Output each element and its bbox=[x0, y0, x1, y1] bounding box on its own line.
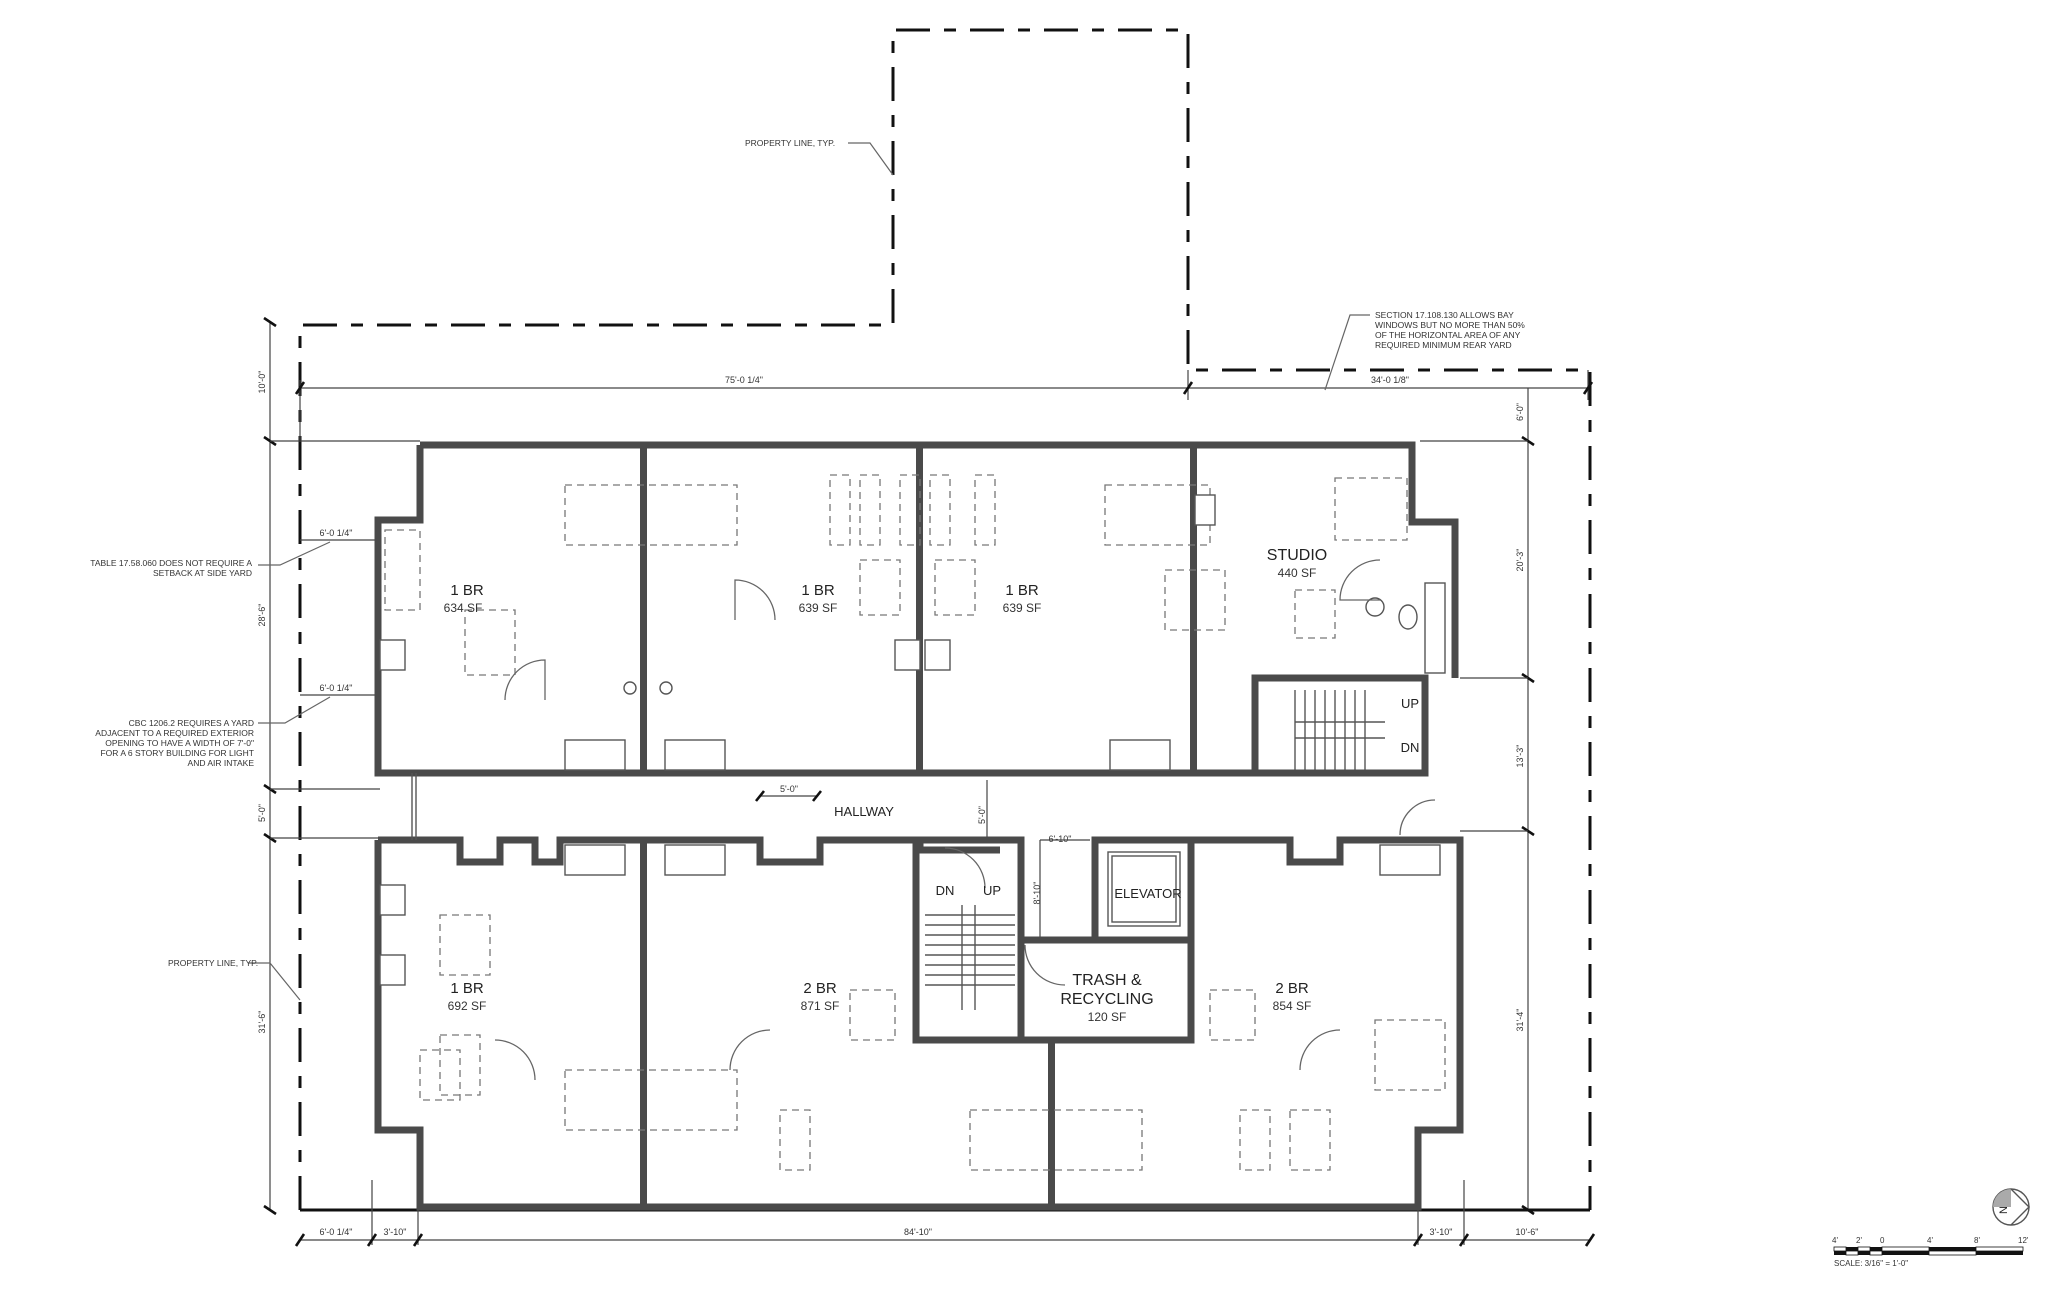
dim-right-lower: 31'-4" bbox=[1515, 1009, 1525, 1032]
dim-left-lower: 31'-6" bbox=[257, 1011, 267, 1034]
north-arrow-icon: N bbox=[1992, 1188, 2030, 1226]
unit-label-area: 854 SF bbox=[1273, 999, 1312, 1013]
scale-bar: 4' 2' 0 4' 8' 12' SCALE: 3/16" = 1'-0" bbox=[1832, 1236, 2029, 1268]
scale-tick: 0 bbox=[1880, 1236, 1885, 1245]
dim-right-top: 6'-0" bbox=[1515, 403, 1525, 421]
dim-bottom-1: 6'-0 1/4" bbox=[320, 1227, 353, 1237]
note-bay-windows-4: REQUIRED MINIMUM REAR YARD bbox=[1375, 340, 1512, 350]
scale-label: SCALE: 3/16" = 1'-0" bbox=[1834, 1259, 1908, 1268]
dim-hall-door: 5'-0" bbox=[977, 806, 987, 824]
unit-label-type: 2 BR bbox=[803, 980, 837, 997]
doors bbox=[494, 559, 1436, 1081]
note-property-line-left: PROPERTY LINE, TYP. bbox=[168, 958, 258, 968]
note-cbc-1: CBC 1206.2 REQUIRES A YARD bbox=[129, 718, 254, 728]
dim-vestibule-w: 6'-10" bbox=[1049, 834, 1072, 844]
unit-label-area: 692 SF bbox=[448, 999, 487, 1013]
scale-tick: 12' bbox=[2018, 1236, 2029, 1245]
dim-top-right: 34'-0 1/8" bbox=[1371, 375, 1409, 385]
unit-label-area: 639 SF bbox=[799, 601, 838, 615]
unit-label-area: 440 SF bbox=[1278, 566, 1317, 580]
unit-label-type: 1 BR bbox=[1005, 582, 1039, 599]
dimension-lines bbox=[263, 316, 1596, 1247]
note-side-yard-1: TABLE 17.58.060 DOES NOT REQUIRE A bbox=[90, 558, 252, 568]
dim-right-core: 13'-3" bbox=[1515, 745, 1525, 768]
scale-tick: 4' bbox=[1832, 1236, 1838, 1245]
scale-tick: 8' bbox=[1974, 1236, 1980, 1245]
note-cbc-4: FOR A 6 STORY BUILDING FOR LIGHT bbox=[100, 748, 254, 758]
stair-north bbox=[1294, 690, 1385, 770]
trash-label-2: RECYCLING bbox=[1060, 991, 1153, 1008]
unit-label-type: 1 BR bbox=[450, 582, 484, 599]
note-bay-windows-1: SECTION 17.108.130 ALLOWS BAY bbox=[1375, 310, 1514, 320]
note-cbc-2: ADJACENT TO A REQUIRED EXTERIOR bbox=[95, 728, 254, 738]
dim-right-upper: 20'-3" bbox=[1515, 549, 1525, 572]
dim-side-setback-1: 6'-0 1/4" bbox=[320, 528, 353, 538]
property-line bbox=[298, 28, 1592, 1212]
dim-left-hall: 5'-0" bbox=[257, 804, 267, 822]
annotation-notes: PROPERTY LINE, TYP. SECTION 17.108.130 A… bbox=[90, 138, 1525, 1001]
stair-up-label: UP bbox=[1401, 696, 1419, 711]
dim-top-left: 75'-0 1/4" bbox=[725, 375, 763, 385]
dim-bottom-5: 10'-6" bbox=[1516, 1227, 1539, 1237]
note-bay-windows-3: OF THE HORIZONTAL AREA OF ANY bbox=[1375, 330, 1521, 340]
scale-tick: 2' bbox=[1856, 1236, 1862, 1245]
unit-label-type: 2 BR bbox=[1275, 980, 1309, 997]
note-property-line-top: PROPERTY LINE, TYP. bbox=[745, 138, 835, 148]
dim-side-setback-2: 6'-0 1/4" bbox=[320, 683, 353, 693]
scale-tick: 4' bbox=[1927, 1236, 1933, 1245]
elevator-shaft bbox=[1107, 851, 1181, 927]
unit-label-area: 871 SF bbox=[801, 999, 840, 1013]
interior-dim-lines bbox=[754, 780, 1090, 940]
fixtures bbox=[379, 494, 1446, 986]
north-label: N bbox=[1998, 1206, 2010, 1214]
dim-bottom-3: 84'-10" bbox=[904, 1227, 932, 1237]
unit-label-area: 639 SF bbox=[1003, 601, 1042, 615]
elevator-label: ELEVATOR bbox=[1114, 886, 1181, 901]
dim-bottom-4: 3'-10" bbox=[1430, 1227, 1453, 1237]
stair-up-label: UP bbox=[983, 883, 1001, 898]
building-walls bbox=[374, 441, 1464, 1211]
dim-bottom-2: 3'-10" bbox=[384, 1227, 407, 1237]
unit-label-area: 634 SF bbox=[444, 601, 483, 615]
stair-south bbox=[925, 905, 1015, 1010]
dim-vestibule-h: 8'-10" bbox=[1032, 882, 1042, 905]
unit-label-type: 1 BR bbox=[801, 582, 835, 599]
trash-area: 120 SF bbox=[1088, 1010, 1127, 1024]
stair-dn-label: DN bbox=[1401, 740, 1420, 755]
dim-left-top: 10'-0" bbox=[257, 371, 267, 394]
dim-left-upper: 28'-6" bbox=[257, 604, 267, 627]
note-cbc-3: OPENING TO HAVE A WIDTH OF 7'-0" bbox=[105, 738, 254, 748]
furniture bbox=[384, 474, 1446, 1171]
stair-dn-label: DN bbox=[936, 883, 955, 898]
dim-hall-width: 5'-0" bbox=[780, 784, 798, 794]
trash-label-1: TRASH & bbox=[1072, 972, 1142, 989]
note-side-yard-2: SETBACK AT SIDE YARD bbox=[153, 568, 252, 578]
hallway-label: HALLWAY bbox=[834, 804, 894, 819]
unit-label-type: 1 BR bbox=[450, 980, 484, 997]
note-bay-windows-2: WINDOWS BUT NO MORE THAN 50% bbox=[1375, 320, 1525, 330]
note-cbc-5: AND AIR INTAKE bbox=[188, 758, 255, 768]
common-labels: HALLWAY ELEVATOR TRASH & RECYCLING 120 S… bbox=[834, 696, 1419, 1024]
unit-labels: 1 BR 634 SF 1 BR 639 SF 1 BR 639 SF STUD… bbox=[444, 547, 1328, 1013]
unit-label-type: STUDIO bbox=[1267, 547, 1327, 564]
dimension-labels: 75'-0 1/4" 34'-0 1/8" 10'-0" 28'-6" 5'-0… bbox=[257, 371, 1538, 1237]
